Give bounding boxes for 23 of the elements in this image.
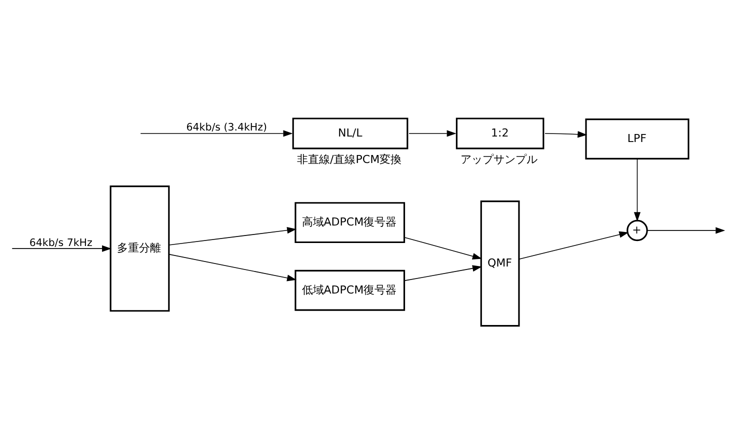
arrow [634, 158, 641, 222]
arrow [168, 226, 297, 245]
arrow [404, 236, 482, 259]
node-box: 低域ADPCM復号器 [294, 269, 406, 310]
node-box: 高域ADPCM復号器 [294, 202, 406, 243]
arrow [404, 264, 482, 281]
node-label: 非直線/直線PCM変換 [297, 152, 402, 166]
arrow [140, 130, 293, 136]
arrow [168, 253, 297, 281]
arrow [12, 244, 112, 252]
node-box: 多重分離 [110, 185, 170, 312]
node-circle: + [626, 219, 648, 241]
edge-label: 64kb/s (3.4kHz) [186, 121, 268, 134]
arrow [646, 226, 726, 234]
arrow [518, 230, 629, 259]
node-box: QMF [480, 200, 520, 326]
arrow [544, 130, 588, 138]
arrow [408, 130, 456, 136]
node-box: LPF [585, 118, 690, 159]
node-box: 1:2 [456, 117, 544, 149]
node-box: NL/L [292, 117, 408, 149]
edge-label: 64kb/s 7kHz [29, 236, 92, 248]
node-label: アップサンプル [460, 152, 538, 166]
